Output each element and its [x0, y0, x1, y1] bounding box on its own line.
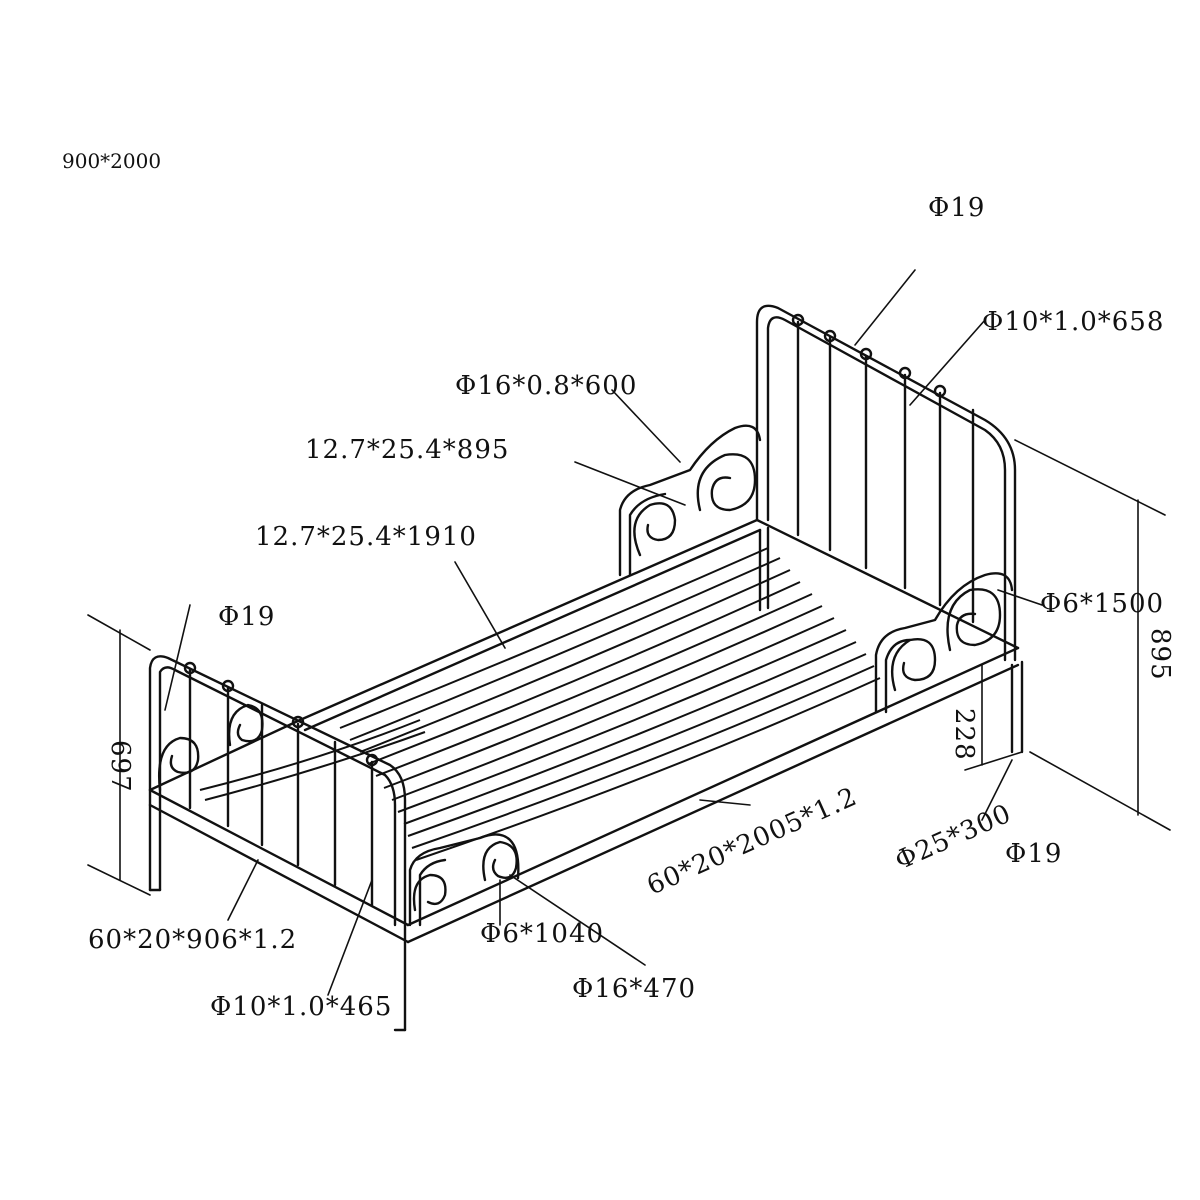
head-bar-label: Φ10*1.0*658: [982, 307, 1164, 337]
long-frame-label: 60*20*2005*1.2: [643, 782, 862, 902]
side-rail-short-label: 12.7*25.4*895: [305, 435, 509, 465]
side-scroll-bar-label: Φ16*0.8*600: [455, 371, 637, 401]
foot-bar-label: Φ10*1.0*465: [210, 992, 392, 1022]
head-height-label: 895: [1145, 628, 1175, 681]
leg-post-label: Φ25*300: [891, 799, 1017, 877]
legs: [758, 526, 1024, 754]
slats: [199, 547, 881, 861]
head-side-scroll: [618, 424, 762, 577]
head-scroll-label: Φ6*1500: [1040, 589, 1164, 619]
headboard: [755, 304, 1017, 662]
leg-dia-label: Φ19: [1005, 839, 1062, 869]
head-right-scroll: [874, 572, 1014, 714]
foot-scroll-bar-label: Φ16*470: [572, 974, 696, 1004]
foot-side-scroll: [408, 833, 520, 927]
footboard: [148, 655, 407, 1032]
side-rail-long-label: 12.7*25.4*1910: [255, 522, 477, 552]
dimension-labels: 900*2000 Φ19 Φ10*1.0*658 Φ16*0.8*600 12.…: [62, 149, 1175, 1022]
size-label: 900*2000: [62, 149, 161, 173]
foot-height-label: 697: [105, 740, 135, 793]
foot-scroll-label: Φ6*1040: [480, 919, 604, 949]
foot-post-dia-label: Φ19: [218, 602, 275, 632]
dimension-lines: [87, 439, 1171, 896]
end-frame-label: 60*20*906*1.2: [88, 925, 297, 955]
head-post-dia-label: Φ19: [928, 193, 985, 223]
leader-lines: [164, 269, 1043, 996]
leg-height-label: 228: [949, 708, 979, 761]
frame-rails: [148, 518, 1020, 944]
